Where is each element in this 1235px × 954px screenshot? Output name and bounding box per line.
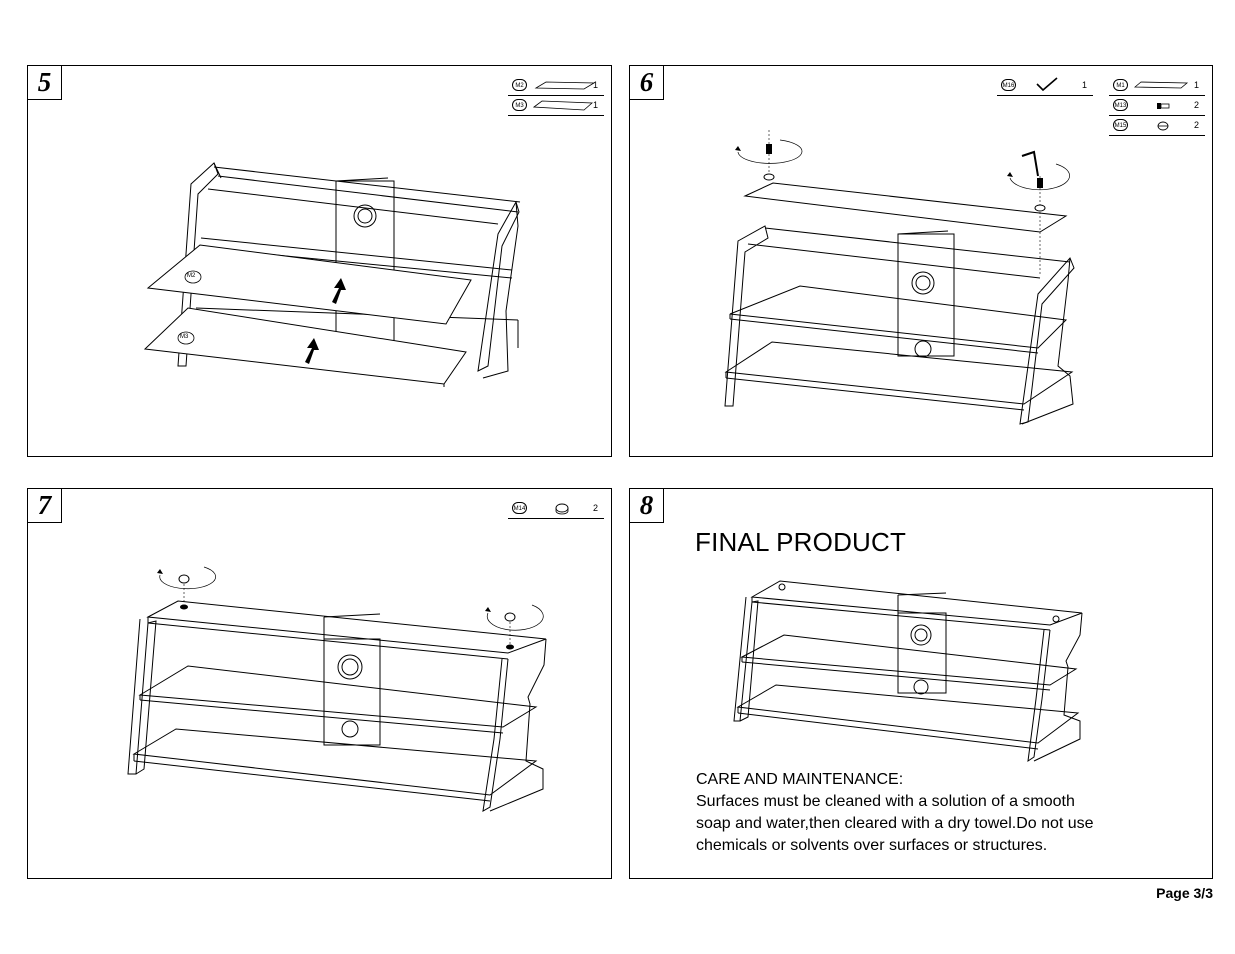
part-code: M15 <box>1113 119 1128 131</box>
final-product-title: FINAL PRODUCT <box>695 527 907 557</box>
step-number: 5 <box>28 66 62 100</box>
parts-list: M2 1 M3 1 <box>508 76 604 116</box>
part-code: M2 <box>512 79 527 91</box>
glass-shelf-icon <box>1133 81 1189 89</box>
page-number: Page 3/3 <box>1156 885 1213 901</box>
care-heading: CARE AND MAINTENANCE: <box>696 771 904 788</box>
glass-shelf-m2 <box>146 244 472 325</box>
part-qty: 2 <box>592 503 598 513</box>
part-row: M1 1 <box>1109 76 1205 96</box>
step-number: 6 <box>630 66 664 100</box>
part-row: M16 1 <box>997 76 1093 96</box>
glass-shelf-m1 <box>743 182 1068 233</box>
parts-list: M1 1 M13 2 M15 2 <box>1109 76 1205 136</box>
part-code: M14 <box>512 502 527 514</box>
step-7-panel: 7 M14 2 <box>27 488 612 879</box>
step-8-panel: 8 FINAL PRODUCT <box>629 488 1213 879</box>
arrow-up-icon <box>332 278 346 304</box>
part-row: M13 2 <box>1109 96 1205 116</box>
part-code: M13 <box>1113 99 1128 111</box>
cap-icon <box>485 604 544 650</box>
care-text-line: soap and water,then cleared with a dry t… <box>696 815 1094 832</box>
assembly-drawing <box>143 162 521 387</box>
step-5-panel: 5 M2 1 M3 1 <box>27 65 612 457</box>
part-code: M16 <box>1001 79 1016 91</box>
part-row: M3 1 <box>508 96 604 116</box>
shelf-label-m2: M2 <box>187 273 196 279</box>
washer-icon <box>1157 121 1169 131</box>
step-number: 8 <box>630 489 664 523</box>
parts-list: M14 2 <box>508 499 604 519</box>
part-code: M1 <box>1113 79 1128 91</box>
tool-list: M16 1 <box>997 76 1093 96</box>
step-number: 7 <box>28 489 62 523</box>
part-qty: 1 <box>592 100 598 110</box>
step-6-panel: 6 M16 1 M1 1 M13 2 M15 <box>629 65 1213 457</box>
part-code: M3 <box>512 99 527 111</box>
final-product-drawing <box>733 580 1083 763</box>
part-qty: 1 <box>1081 80 1087 90</box>
glass-shelf-m3 <box>143 307 467 385</box>
part-qty: 1 <box>1193 80 1199 90</box>
part-qty: 2 <box>1193 100 1199 110</box>
allen-key-icon <box>1021 150 1039 177</box>
allen-key-icon <box>1036 77 1058 92</box>
part-row: M14 2 <box>508 499 604 519</box>
glass-shelf-icon <box>534 81 596 90</box>
care-and-maintenance: CARE AND MAINTENANCE: Surfaces must be c… <box>696 769 1166 857</box>
shelf-label-m3: M3 <box>180 334 189 340</box>
part-qty: 1 <box>592 80 598 90</box>
arrow-up-icon <box>305 338 319 364</box>
assembly-drawing <box>724 130 1075 425</box>
part-qty: 2 <box>1193 120 1199 130</box>
care-text-line: Surfaces must be cleaned with a solution… <box>696 793 1075 810</box>
screw-icon <box>1157 103 1170 109</box>
glass-shelf-icon <box>532 100 594 111</box>
screw-icon <box>735 130 803 181</box>
screw-icon <box>1007 163 1070 276</box>
cap-icon <box>555 503 569 515</box>
part-row: M15 2 <box>1109 116 1205 136</box>
part-row: M2 1 <box>508 76 604 96</box>
care-text-line: chemicals or solvents over surfaces or s… <box>696 837 1048 854</box>
cap-icon <box>157 566 217 610</box>
assembly-drawing <box>127 566 547 812</box>
